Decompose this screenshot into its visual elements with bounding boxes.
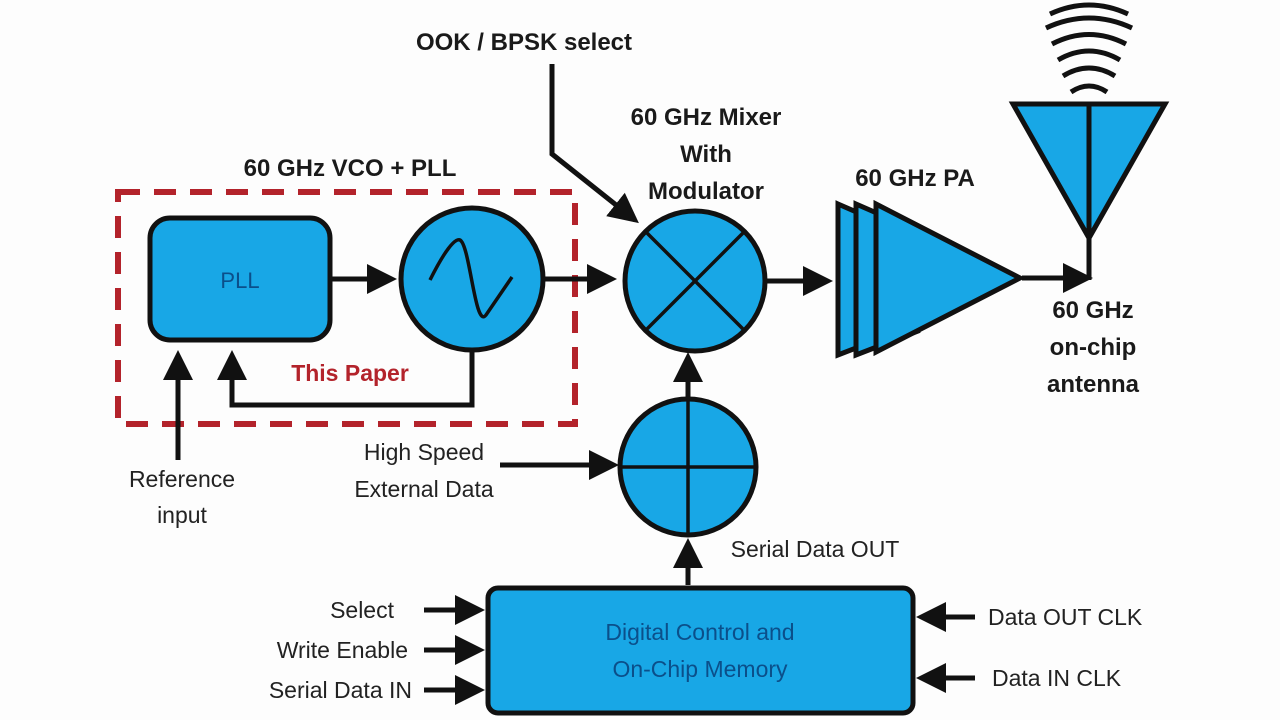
data-in-clk-label: Data IN CLK [992, 665, 1122, 691]
power-amplifier[interactable] [835, 199, 1026, 359]
select-label: Select [330, 597, 395, 623]
reference-input-label-2: input [157, 502, 207, 528]
reference-input-label-1: Reference [129, 466, 235, 492]
mixer-label-3: Modulator [648, 178, 764, 205]
digital-block-label-2: On-Chip Memory [612, 656, 788, 682]
high-speed-label-1: High Speed [364, 439, 484, 465]
high-speed-label-2: External Data [354, 476, 494, 502]
pll-block-label: PLL [220, 268, 259, 293]
mixer-block[interactable] [622, 208, 768, 354]
amplifier-triangle-icon [873, 199, 1026, 357]
antenna-label-3: antenna [1047, 371, 1140, 398]
pa-label: 60 GHz PA [855, 165, 975, 192]
antenna[interactable] [1008, 101, 1170, 244]
digital-block-label-1: Digital Control and [605, 619, 794, 645]
antenna-label-2: on-chip [1050, 334, 1137, 361]
write-enable-label: Write Enable [277, 637, 408, 663]
ook-bpsk-label: OOK / BPSK select [416, 29, 632, 56]
pll-block[interactable] [147, 215, 333, 343]
mixer-label-2: With [680, 141, 732, 168]
antenna-label-1: 60 GHz [1052, 297, 1133, 324]
feedback-loop-arrow [217, 350, 475, 408]
sine-wave-icon [428, 238, 514, 319]
vco-pll-group-label: 60 GHz VCO + PLL [244, 155, 457, 182]
radio-waves-icon [1044, 2, 1134, 95]
mixer-label-1: 60 GHz Mixer [631, 104, 782, 131]
vco-oscillator[interactable] [398, 205, 546, 353]
summing-junction[interactable] [617, 396, 759, 538]
this-paper-label: This Paper [291, 360, 409, 386]
ook-bpsk-arrow [549, 64, 639, 224]
this-paper-highlight-box [115, 189, 578, 427]
data-out-clk-label: Data OUT CLK [988, 604, 1143, 630]
serial-data-in-label: Serial Data IN [269, 677, 412, 703]
digital-control-memory-block[interactable] [485, 585, 916, 716]
serial-data-out-label: Serial Data OUT [731, 536, 900, 562]
